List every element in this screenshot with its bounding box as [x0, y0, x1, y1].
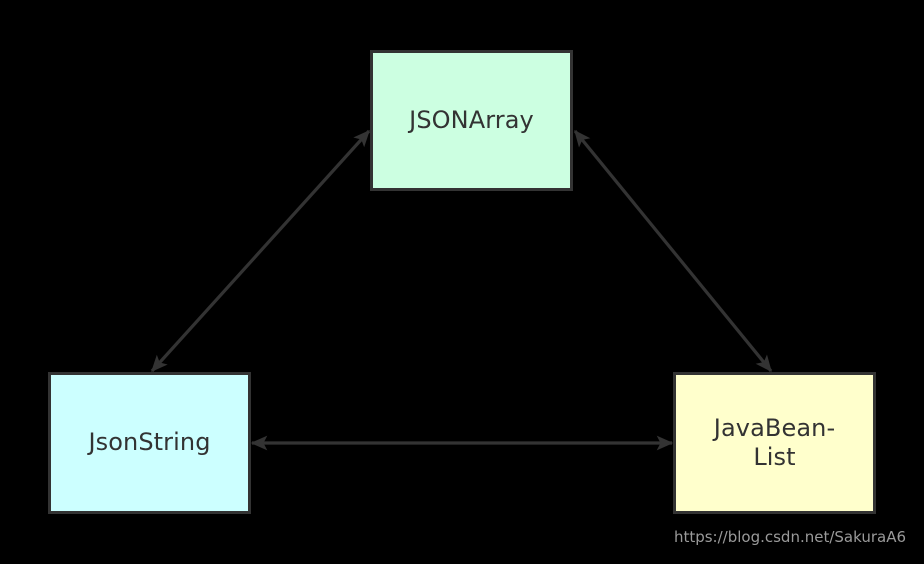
edge-jsonarray-javabeanlist — [573, 129, 773, 373]
node-jsonarray-label: JSONArray — [409, 105, 534, 134]
node-javabeanlist-label: JavaBean- List — [713, 413, 836, 471]
edge-jsonstring-jsonarray — [150, 129, 371, 373]
watermark-text: https://blog.csdn.net/SakuraA6 — [673, 528, 906, 546]
node-jsonarray[interactable]: JSONArray — [370, 50, 573, 191]
node-jsonstring-label: JsonString — [88, 428, 211, 457]
node-jsonstring[interactable]: JsonString — [48, 372, 251, 514]
node-javabeanlist[interactable]: JavaBean- List — [673, 372, 876, 514]
